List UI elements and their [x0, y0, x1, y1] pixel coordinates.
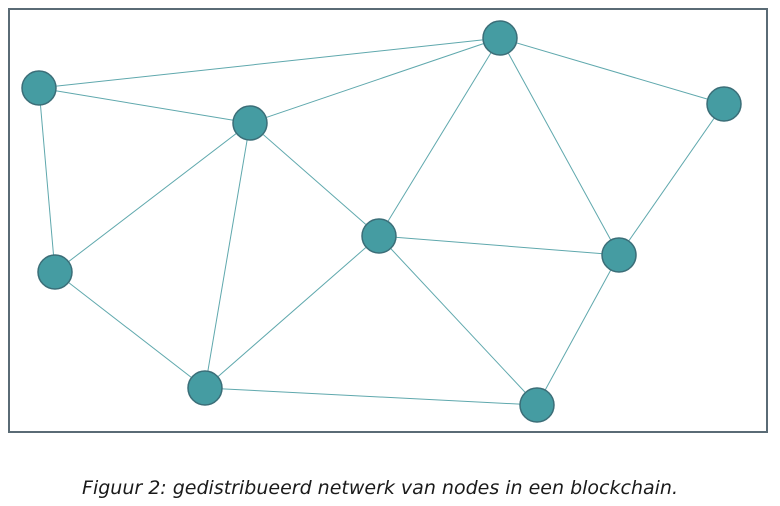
node-n8 — [519, 387, 555, 423]
network-diagram — [21, 20, 742, 423]
edge-n6-n1 — [38, 37, 501, 89]
edge-n9-n8 — [536, 254, 620, 406]
edge-n1-n9 — [499, 37, 620, 256]
node-n1 — [482, 20, 518, 56]
edge-n3-n5 — [204, 122, 251, 389]
edge-n1-n4 — [499, 37, 725, 105]
edge-n6-n7 — [38, 87, 56, 273]
edge-n2-n9 — [378, 235, 620, 256]
edge-n1-n3 — [249, 37, 501, 124]
edge-n6-n3 — [38, 87, 251, 124]
edge-n3-n7 — [54, 122, 251, 273]
diagram-frame — [8, 8, 768, 433]
figure-caption: Figuur 2: gedistribueerd netwerk van nod… — [82, 477, 678, 499]
edge-n3-n2 — [249, 122, 380, 237]
edge-n2-n5 — [204, 235, 380, 389]
node-n3 — [232, 105, 268, 141]
edge-n4-n9 — [618, 103, 725, 256]
node-n6 — [21, 70, 57, 106]
node-layer — [21, 20, 742, 423]
node-n5 — [187, 370, 223, 406]
edge-n1-n2 — [378, 37, 501, 237]
node-n4 — [706, 86, 742, 122]
node-n2 — [361, 218, 397, 254]
edge-n2-n8 — [378, 235, 538, 406]
edge-n5-n8 — [204, 387, 538, 406]
edge-n7-n5 — [54, 271, 206, 389]
edge-layer — [38, 37, 725, 406]
node-n7 — [37, 254, 73, 290]
node-n9 — [601, 237, 637, 273]
